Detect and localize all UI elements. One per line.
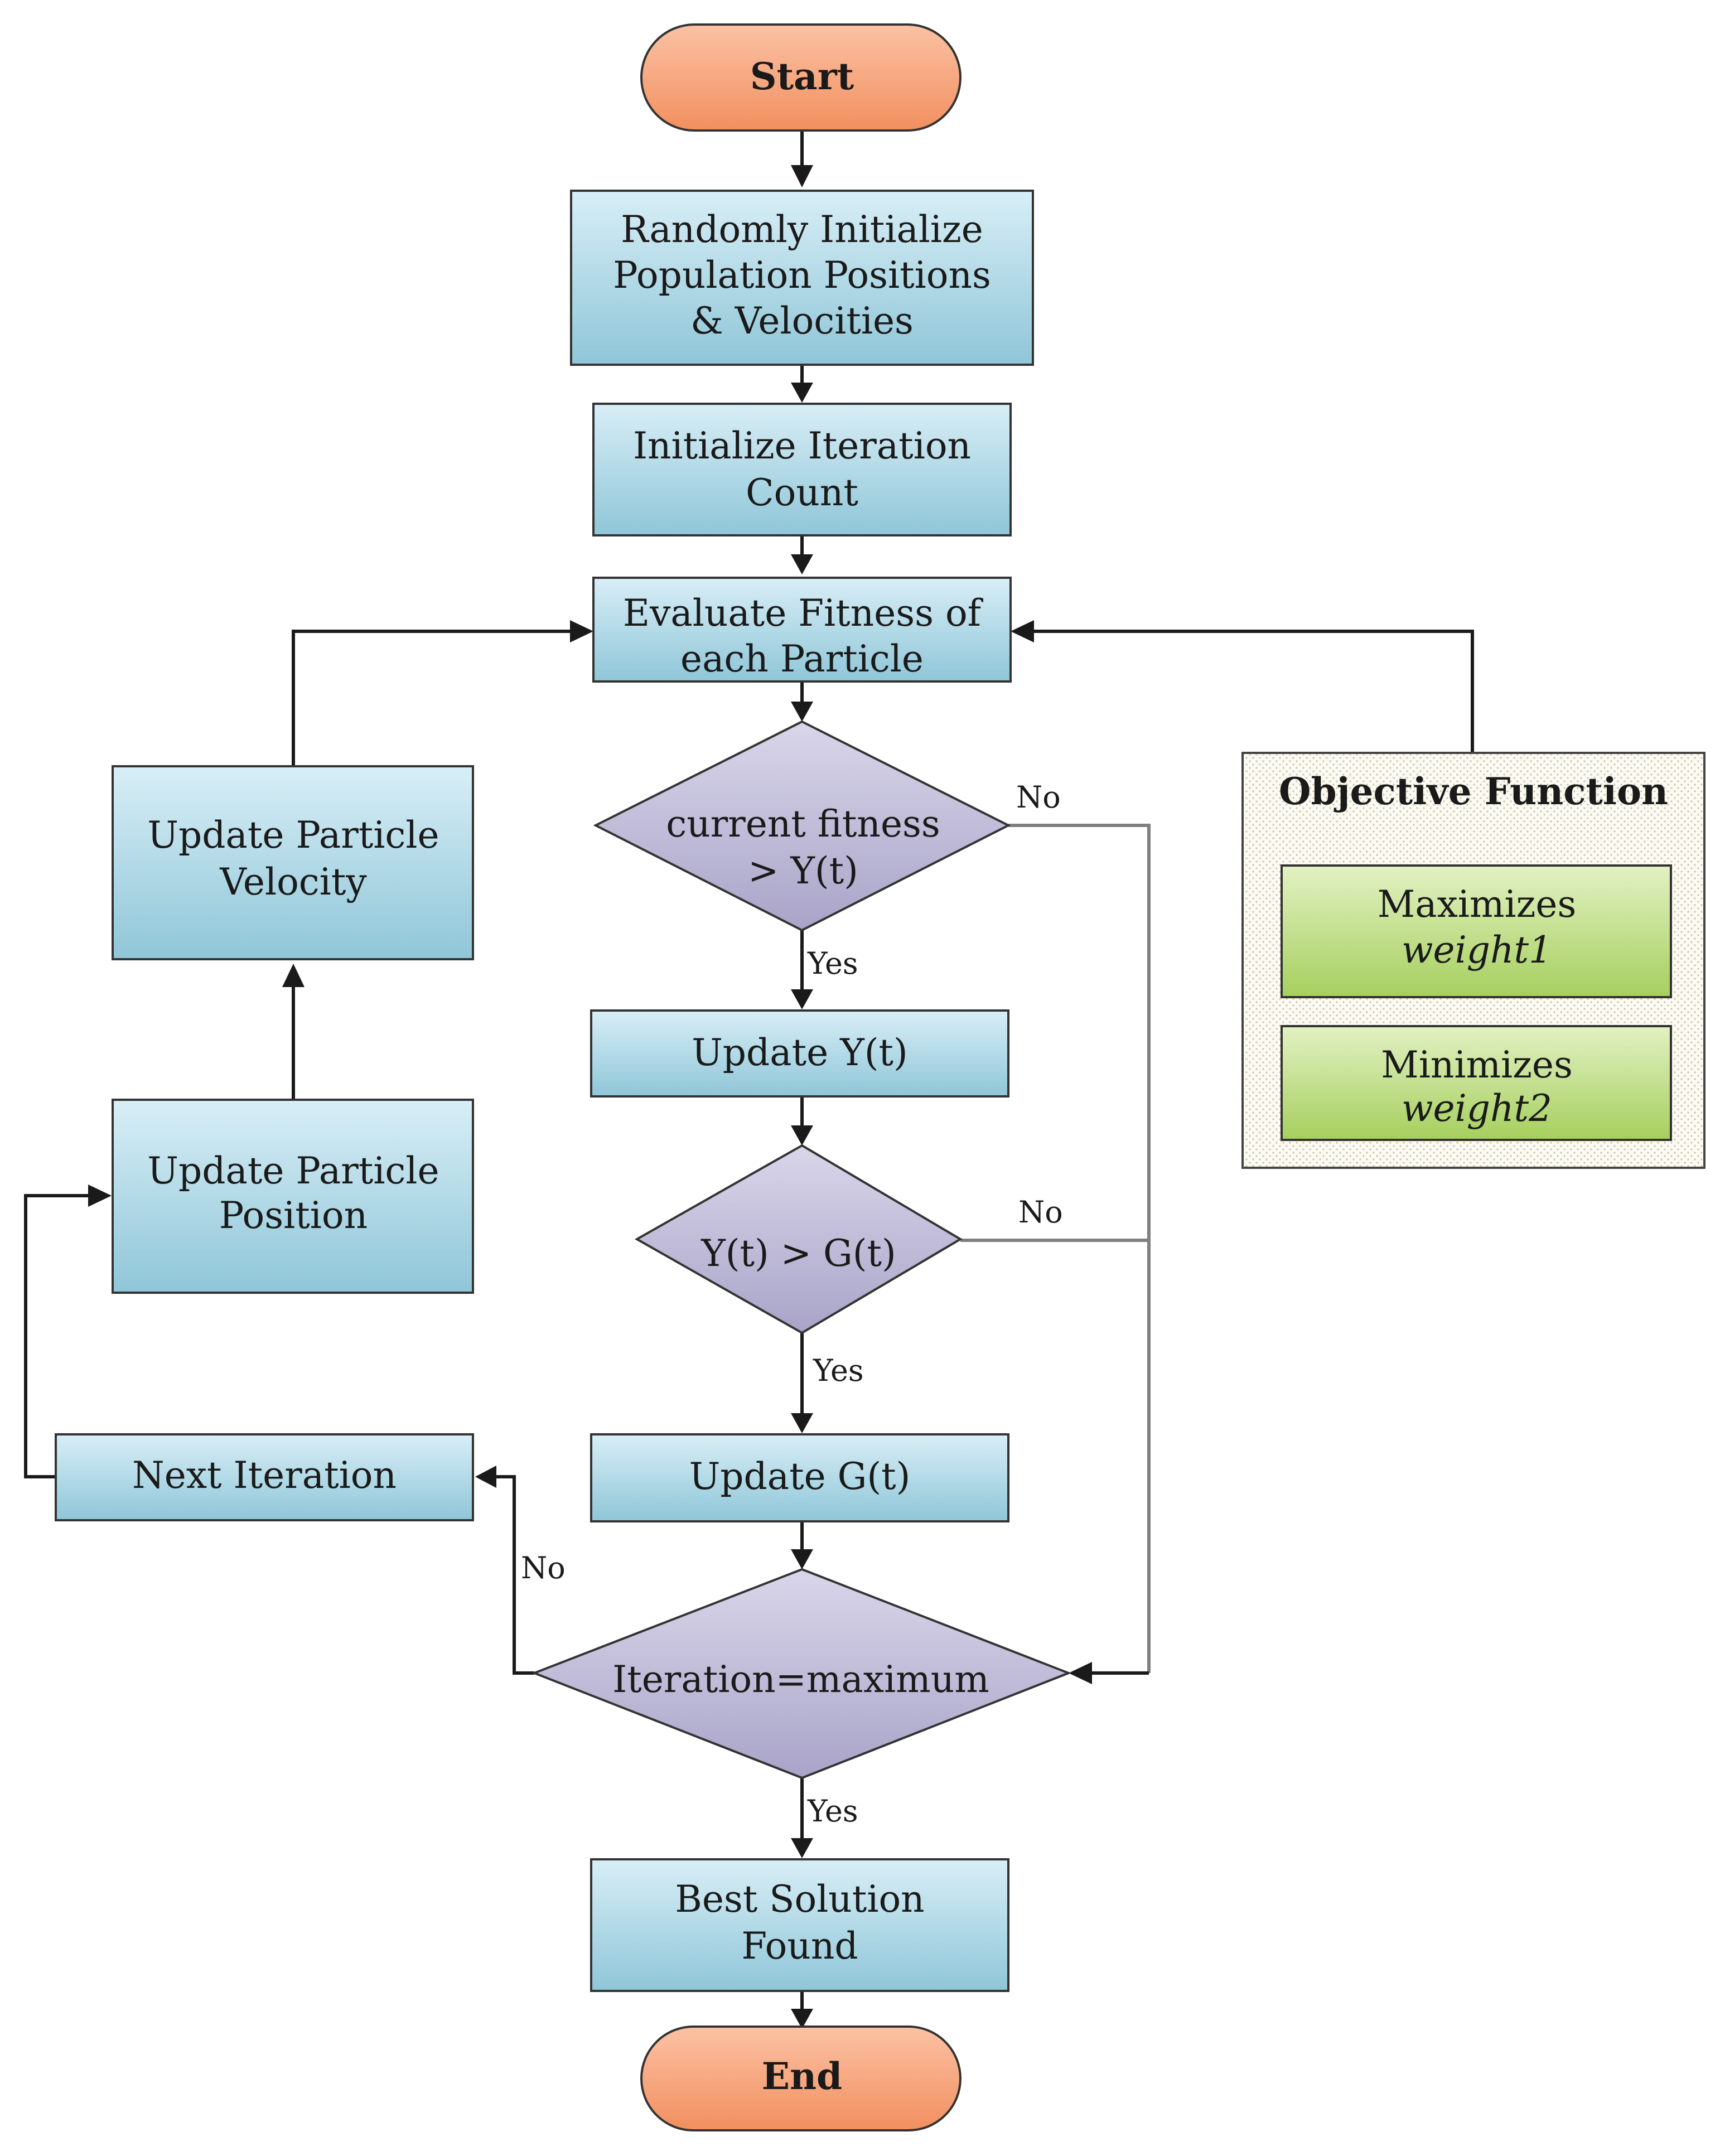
best-solution-box: Best Solution Found bbox=[590, 1858, 1009, 1992]
no-connectors bbox=[960, 824, 1151, 1673]
label-no-fitness: No bbox=[1016, 780, 1061, 815]
decision-fitness-line1: current fitness bbox=[666, 803, 940, 845]
decision-iteration: Iteration=maximum bbox=[531, 1568, 1072, 1780]
update-position-box: Update Particle Position bbox=[112, 1099, 474, 1294]
update-position-line2: Position bbox=[219, 1194, 368, 1237]
edge-iteration-no bbox=[496, 1475, 534, 1675]
start-terminal: Start bbox=[640, 23, 962, 132]
evaluate-fitness-box: Evaluate Fitness of each Particle bbox=[592, 577, 1012, 683]
arrowhead bbox=[791, 1838, 813, 1858]
minimize-line1: Minimizes bbox=[1381, 1043, 1573, 1086]
init-positions-line2: Population Positions bbox=[613, 254, 991, 297]
next-iteration-label: Next Iteration bbox=[132, 1454, 397, 1497]
update-g-label: Update G(t) bbox=[689, 1455, 911, 1498]
update-velocity-line1: Update Particle bbox=[147, 814, 439, 857]
decision-y-g: Y(t) > G(t) bbox=[634, 1144, 963, 1335]
init-iteration-line1: Initialize Iteration bbox=[633, 424, 971, 467]
arrowhead bbox=[791, 1549, 813, 1569]
init-iteration-box: Initialize Iteration Count bbox=[592, 403, 1012, 536]
init-iteration-line2: Count bbox=[746, 471, 858, 514]
edge-next-position bbox=[24, 1194, 89, 1478]
maximize-line2: weight1 bbox=[1402, 929, 1552, 971]
objective-title: Objective Function bbox=[1279, 770, 1668, 813]
arrowhead bbox=[791, 1125, 813, 1145]
update-y-box: Update Y(t) bbox=[590, 1009, 1009, 1098]
arrowhead bbox=[570, 620, 593, 642]
arrowhead bbox=[791, 165, 813, 187]
end-terminal: End bbox=[640, 2026, 962, 2131]
label-yes-yg: Yes bbox=[813, 1353, 864, 1388]
arrowhead bbox=[791, 989, 813, 1009]
label-yes-fitness: Yes bbox=[807, 946, 858, 981]
decision-fitness-line2: > Y(t) bbox=[748, 849, 858, 892]
start-label: Start bbox=[750, 55, 854, 98]
init-positions-box: Randomly Initialize Population Positions… bbox=[570, 190, 1034, 366]
update-y-label: Update Y(t) bbox=[692, 1031, 908, 1074]
next-iteration-box: Next Iteration bbox=[55, 1433, 474, 1521]
edge-fitness-no bbox=[1008, 824, 1151, 1673]
evaluate-fitness-line2: each Particle bbox=[680, 637, 924, 680]
edge-velocity-evaluate bbox=[292, 630, 571, 766]
arrowhead bbox=[791, 554, 813, 574]
minimize-box: Minimizes weight2 bbox=[1281, 1025, 1672, 1141]
update-velocity-line2: Velocity bbox=[219, 861, 367, 903]
arrowhead bbox=[1069, 1662, 1092, 1684]
minimize-line2: weight2 bbox=[1402, 1087, 1552, 1130]
evaluate-fitness-line1: Evaluate Fitness of bbox=[623, 592, 984, 635]
arrowhead bbox=[791, 2009, 813, 2029]
end-label: End bbox=[762, 2055, 842, 2098]
connectors bbox=[24, 129, 1474, 2029]
label-no-yg: No bbox=[1018, 1195, 1063, 1230]
update-position-line1: Update Particle bbox=[147, 1149, 439, 1192]
arrowhead bbox=[88, 1185, 112, 1207]
update-velocity-box: Update Particle Velocity bbox=[112, 765, 474, 960]
label-yes-iteration: Yes bbox=[807, 1794, 858, 1829]
decision-fitness: current fitness > Y(t) bbox=[593, 720, 1011, 932]
arrowhead bbox=[475, 1466, 496, 1488]
arrowhead bbox=[791, 383, 813, 403]
label-no-iteration: No bbox=[521, 1550, 566, 1585]
best-solution-line2: Found bbox=[741, 1925, 858, 1968]
edge-objective-evaluate bbox=[1033, 630, 1474, 753]
decision-y-g-label: Y(t) > G(t) bbox=[700, 1232, 896, 1275]
init-positions-line3: & Velocities bbox=[690, 299, 914, 342]
decision-iteration-label: Iteration=maximum bbox=[612, 1658, 989, 1701]
maximize-line1: Maximizes bbox=[1378, 883, 1577, 926]
best-solution-line1: Best Solution bbox=[675, 1878, 924, 1921]
maximize-box: Maximizes weight1 bbox=[1281, 864, 1672, 998]
arrowhead bbox=[1011, 620, 1034, 642]
update-g-box: Update G(t) bbox=[590, 1433, 1009, 1522]
arrowhead bbox=[282, 964, 305, 987]
init-positions-line1: Randomly Initialize bbox=[621, 208, 983, 251]
arrowhead bbox=[791, 702, 813, 722]
objective-function-panel: Objective Function Maximizes weight1 Min… bbox=[1241, 752, 1705, 1169]
arrowhead bbox=[791, 1413, 813, 1433]
